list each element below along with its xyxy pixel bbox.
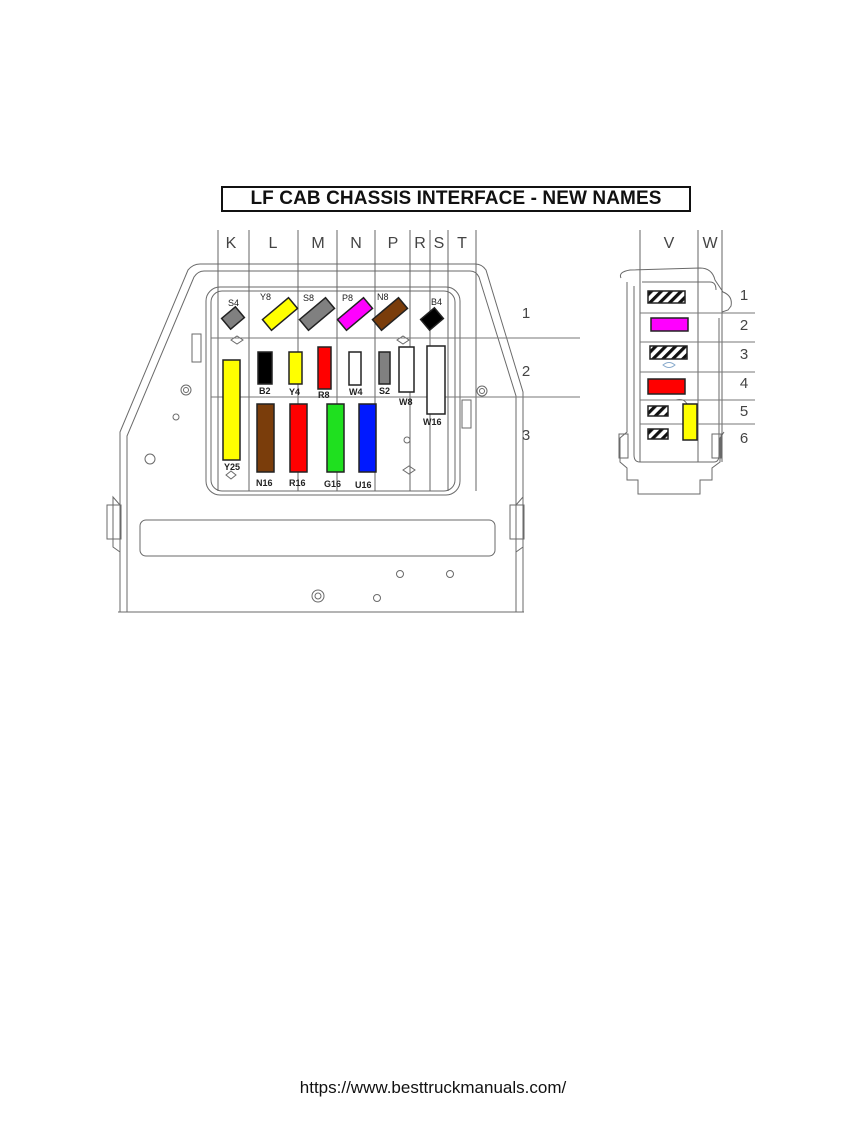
side-slot-row-2 (650, 317, 689, 332)
column-label-r: R (414, 235, 426, 252)
side-row-labels: 1 2 3 4 5 6 (740, 287, 748, 447)
fuse-b2: B2 (257, 351, 273, 396)
side-row-label-5: 5 (740, 403, 748, 420)
fuse-label: W4 (349, 387, 363, 397)
side-slots (647, 290, 698, 441)
fuse-label: R16 (289, 478, 306, 488)
fuse-y25: Y25 (222, 359, 241, 472)
footer-url[interactable]: https://www.besttruckmanuals.com/ (299, 1078, 567, 1097)
side-column-lines (639, 230, 723, 462)
side-row-label-6: 6 (740, 430, 748, 447)
fuse-label: P8 (342, 293, 353, 303)
column-label-s: S (434, 235, 445, 252)
side-slot-row-3 (649, 345, 688, 360)
side-slot-row-5-6 (682, 403, 698, 441)
fuse-label: W16 (423, 417, 442, 427)
fuse-body (298, 296, 336, 332)
fuse-label: S8 (303, 293, 314, 303)
row-label-3: 3 (522, 427, 530, 444)
fuse-label: U16 (355, 480, 372, 490)
side-row-label-4: 4 (740, 375, 748, 392)
fuse-n16: N16 (256, 403, 275, 488)
fuse-p8: P8 (336, 293, 374, 332)
fuse-r16: R16 (289, 403, 308, 488)
fuse-body (261, 296, 299, 332)
fuse-s8: S8 (298, 293, 336, 332)
fuse-body (220, 305, 246, 331)
fuse-body (358, 403, 377, 473)
fuse-label: Y25 (224, 462, 240, 472)
fuse-g16: G16 (324, 403, 345, 489)
fuse-label: B4 (431, 297, 442, 307)
fuse-label: Y4 (289, 387, 300, 397)
row-label-2: 2 (522, 363, 530, 380)
main-row-lines (211, 337, 580, 398)
column-label-n: N (350, 235, 362, 252)
diagram-title: LF CAB CHASSIS INTERFACE - NEW NAMES (250, 188, 662, 209)
fuse-body (371, 296, 409, 332)
fuse-body (348, 351, 362, 386)
side-row-label-3: 3 (740, 346, 748, 363)
column-label-k: K (226, 235, 237, 252)
fuse-b4: B4 (419, 297, 445, 332)
fuse-s4: S4 (220, 298, 246, 331)
fuse-body (288, 351, 303, 385)
fuse-label: Y8 (260, 292, 271, 302)
fuse-w8: W8 (398, 346, 415, 407)
fuse-body (419, 306, 445, 332)
fuse-w4: W4 (348, 351, 363, 397)
fuse-s2: S2 (378, 351, 391, 396)
fuse-label: B2 (259, 386, 271, 396)
fuse-label: N16 (256, 478, 273, 488)
main-row-labels: 1 2 3 (522, 305, 530, 444)
column-label-v: V (664, 235, 675, 252)
fuse-body (222, 359, 241, 461)
fuse-w16: W16 (423, 345, 446, 427)
fuse-n8: N8 (371, 292, 409, 332)
fuse-r8: R8 (317, 346, 332, 400)
side-row-label-1: 1 (740, 287, 748, 304)
fuse-body (378, 351, 391, 385)
fuse-body (289, 403, 308, 473)
column-label-l: L (269, 235, 278, 252)
fuse-y8: Y8 (260, 292, 299, 332)
fuse-body (426, 345, 446, 415)
side-row-label-2: 2 (740, 317, 748, 334)
column-label-t: T (457, 235, 467, 252)
fuse-body (256, 403, 275, 473)
fuse-label: S4 (228, 298, 239, 308)
side-slot-row-5 (647, 405, 669, 417)
fuse-body (326, 403, 345, 473)
side-slot-row-6 (647, 428, 669, 440)
column-label-w: W (702, 235, 718, 252)
side-slot-row-4 (647, 378, 686, 395)
fuse-body (336, 296, 374, 332)
fuse-body (317, 346, 332, 390)
fuse-label: S2 (379, 386, 390, 396)
column-label-p: P (388, 235, 399, 252)
side-slot-row-1 (647, 290, 686, 304)
fuse-body (257, 351, 273, 385)
fuse-body (398, 346, 415, 393)
fuse-u16: U16 (355, 403, 377, 490)
column-label-m: M (311, 235, 324, 252)
fuse-label: N8 (377, 292, 389, 302)
fuse-label: R8 (318, 390, 330, 400)
fuse-y4: Y4 (288, 351, 303, 397)
fuse-label: W8 (399, 397, 413, 407)
row-label-1: 1 (522, 305, 530, 322)
diagram-title-box: LF CAB CHASSIS INTERFACE - NEW NAMES (221, 186, 691, 212)
fuse-label: G16 (324, 479, 341, 489)
